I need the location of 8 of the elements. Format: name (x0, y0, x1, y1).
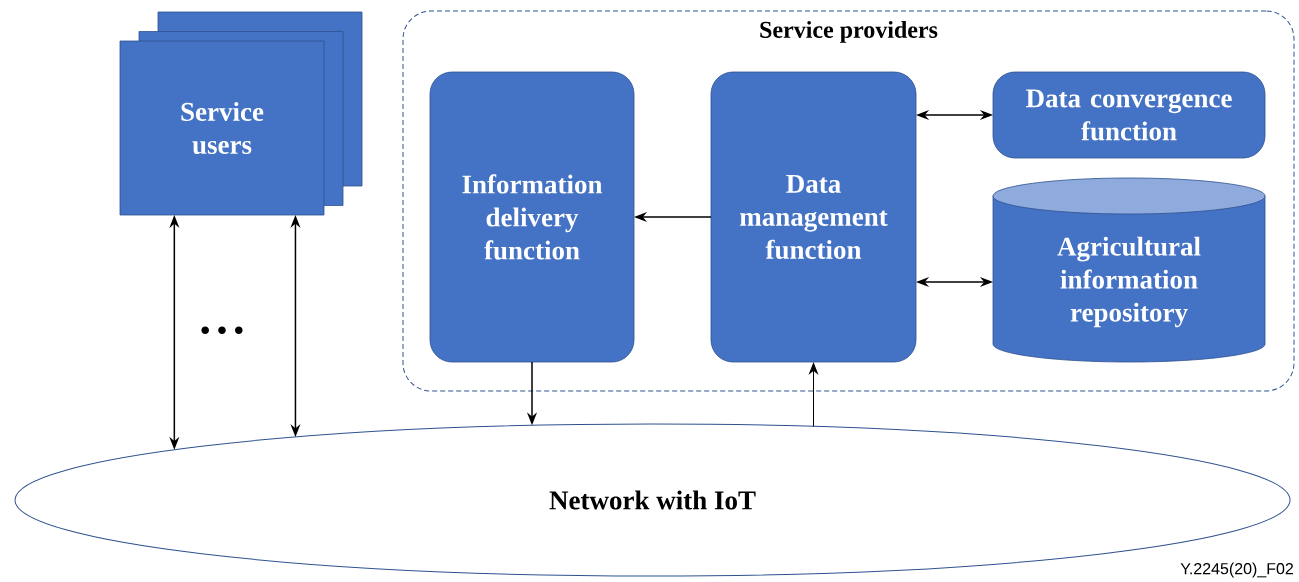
ellipsis-dots: • • • (201, 326, 243, 335)
function-box: Data management function (710, 71, 917, 363)
database-cylinder: Agricultural information repository (992, 177, 1266, 363)
arrow (809, 362, 818, 428)
stacked-boxes: Service users (119, 11, 363, 216)
function-box: Data convergence function (992, 71, 1266, 159)
figure-id: Y.2245(20)_F02 (1180, 562, 1293, 578)
function-box: Information delivery function (429, 71, 635, 363)
